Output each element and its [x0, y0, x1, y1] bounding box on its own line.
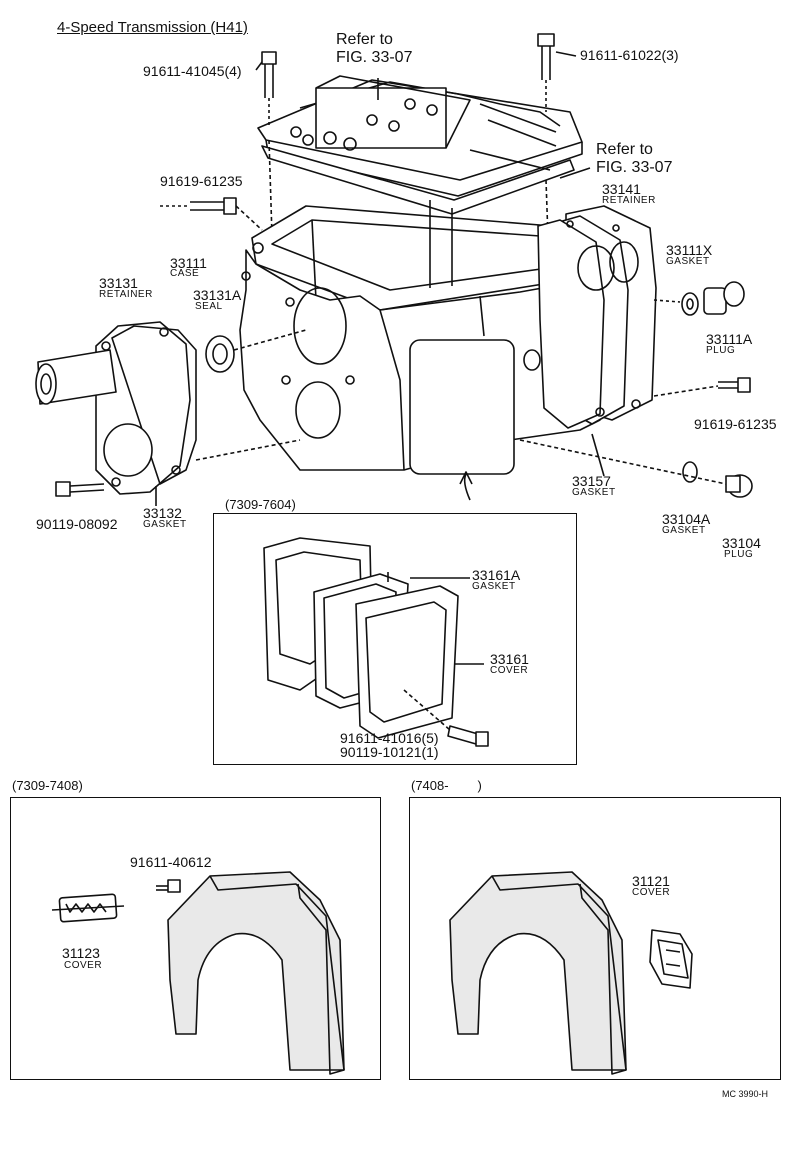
part-number-plug-side: 33111A: [706, 331, 753, 347]
part-name-plug-side: PLUG: [706, 345, 736, 356]
inset-part-name-cover: COVER: [490, 665, 529, 676]
part-number-bolt-top-right: 91611-61022(3): [580, 47, 679, 63]
inset-right-drawing: [450, 872, 692, 1074]
inset-left-part-name-cover: COVER: [64, 960, 103, 971]
drain-gasket-plug: [520, 440, 752, 497]
inset-box-left: [10, 797, 381, 1080]
inset-center-date-range: (7309-7604): [222, 498, 299, 511]
inset-left-part-number-cover: 31123: [62, 945, 100, 961]
inset-part-number-bolt-a: 91611-41016(5): [340, 730, 439, 746]
inset-right-part-name-cover: COVER: [632, 887, 671, 898]
refer-label-top-line2: FIG. 33-07: [336, 49, 413, 66]
part-name-gasket-side: GASKET: [666, 256, 710, 267]
part-number-case: 33111: [170, 255, 207, 271]
bolt-top-left: [262, 52, 276, 236]
leader-bolt-top-right: [556, 52, 576, 56]
bolt-right: [654, 378, 750, 396]
part-name-gasket-rear: GASKET: [572, 487, 616, 498]
bolt-front: [56, 482, 104, 496]
part-number-seal: 33131A: [193, 287, 242, 303]
part-number-gasket-side: 33111X: [666, 242, 713, 258]
inset-right-date-range: (7408- ): [411, 778, 482, 793]
part-number-retainer-front: 33131: [99, 275, 138, 291]
part-name-gasket-drain: GASKET: [662, 525, 706, 536]
refer-label-top-line1: Refer to: [336, 31, 393, 48]
part-number-gasket-rear: 33157: [572, 473, 611, 489]
refer-label-right-line1: Refer to: [596, 141, 653, 158]
side-gasket-plug: [654, 282, 744, 315]
part-number-retainer-rear: 33141: [602, 181, 641, 197]
inset-left-part-number-bolt: 91611-40612: [130, 854, 212, 870]
part-name-plug-drain: PLUG: [724, 549, 754, 560]
part-number-gasket-drain: 33104A: [662, 511, 711, 527]
part-number-bolt-front: 90119-08092: [36, 516, 118, 532]
footer-figure-code: MC 3990-H: [722, 1089, 769, 1099]
inset-part-number-gasket: 33161A: [472, 567, 521, 583]
front-retainer: [36, 322, 300, 494]
rear-retainer: [538, 206, 656, 428]
part-number-bolt-top-left: 91611-41045(4): [143, 63, 242, 79]
seal: [206, 330, 306, 372]
inset-left-drawing: [52, 872, 344, 1074]
inset-part-number-cover: 33161: [490, 651, 529, 667]
part-name-seal: SEAL: [195, 301, 223, 312]
inset-left-date-range: (7309-7408): [12, 778, 83, 793]
inset-right-part-number-cover: 31121: [632, 873, 670, 889]
inset-part-number-bolt-b: 90119-10121(1): [340, 744, 439, 760]
leader-gasket-rear: [592, 434, 604, 476]
part-number-bolt-left: 91619-61235: [160, 173, 243, 189]
part-number-plug-drain: 33104: [722, 535, 761, 551]
part-number-gasket-front: 33132: [143, 505, 182, 521]
part-name-case: CASE: [170, 268, 200, 279]
page-title: 4-Speed Transmission (H41): [57, 19, 248, 36]
arrow-to-inset: [460, 472, 472, 500]
part-name-retainer-front: RETAINER: [99, 289, 153, 300]
inset-box-right: [409, 797, 781, 1080]
top-cover-plate: [258, 76, 582, 214]
part-number-bolt-right: 91619-61235: [694, 416, 777, 432]
refer-label-right-line2: FIG. 33-07: [596, 159, 673, 176]
leader-bolt-top-left: [256, 62, 262, 70]
bolt-top-right: [538, 34, 554, 238]
transmission-case: [240, 200, 600, 474]
leader-refer-right: [560, 168, 590, 178]
inset-box-center: [213, 513, 577, 765]
bolt-left: [160, 198, 262, 230]
part-name-gasket-front: GASKET: [143, 519, 187, 530]
inset-part-name-gasket: GASKET: [472, 581, 516, 592]
inset-center-drawing: [264, 538, 488, 746]
part-name-retainer-rear: RETAINER: [602, 195, 656, 206]
